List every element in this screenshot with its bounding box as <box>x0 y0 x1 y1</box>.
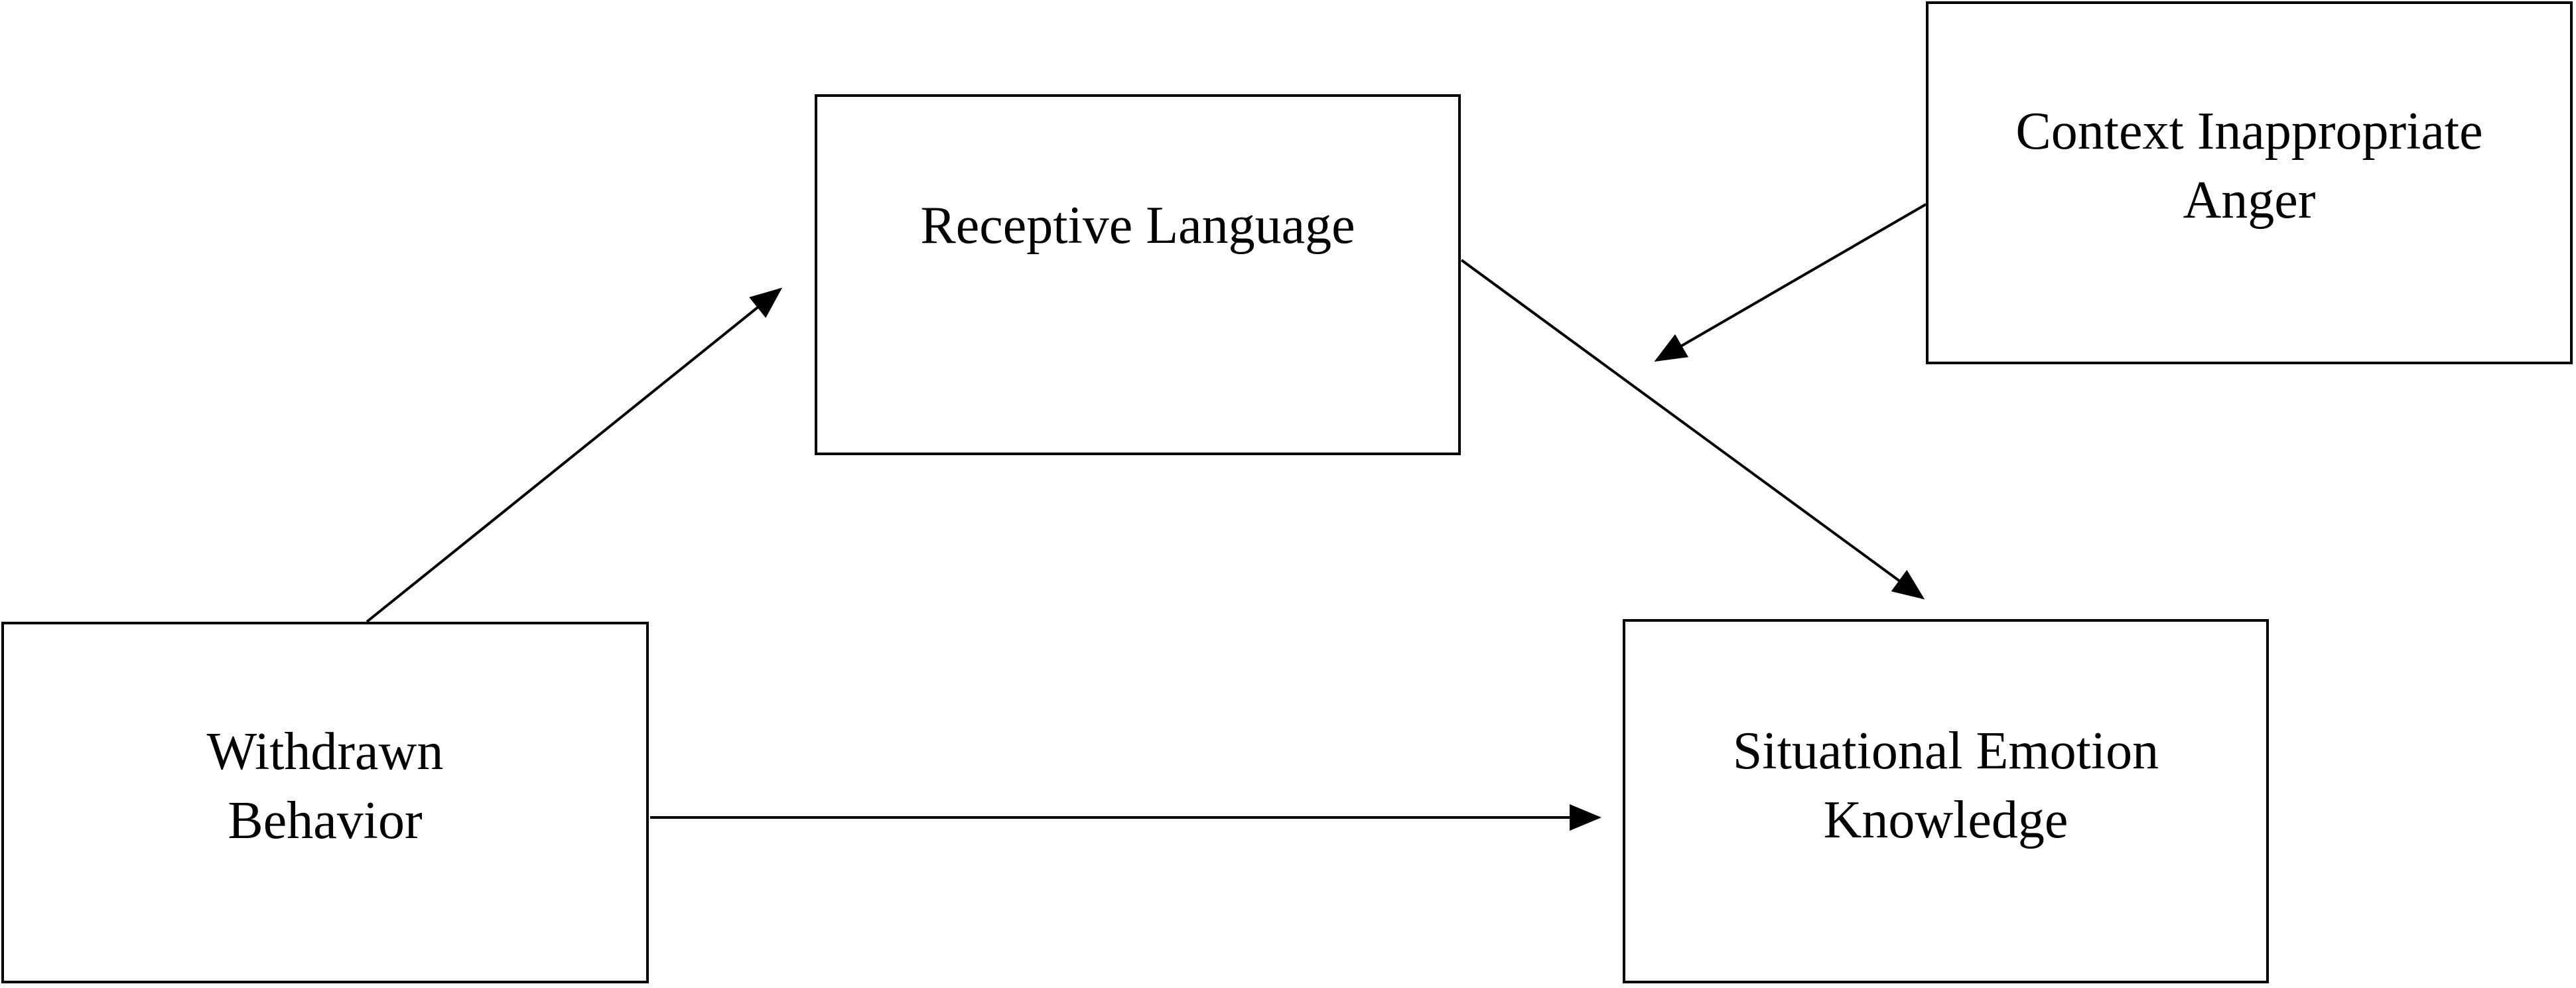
arrow-anger-moderates-path <box>1654 203 1927 362</box>
node-situational-emotion-knowledge: Situational Emotion Knowledge <box>1623 619 2269 983</box>
node-context-inappropriate-anger-line-2: Anger <box>2183 171 2316 230</box>
node-situational-emotion-knowledge-line-1: Situational Emotion <box>1732 722 2159 780</box>
node-withdrawn-behavior-line-2: Behavior <box>228 792 423 850</box>
node-situational-emotion-knowledge-line-2: Knowledge <box>1823 791 2068 849</box>
node-context-inappropriate-anger-label: Context Inappropriate Anger <box>1929 97 2570 235</box>
node-situational-emotion-knowledge-label: Situational Emotion Knowledge <box>1625 717 2266 855</box>
node-withdrawn-behavior-label: Withdrawn Behavior <box>4 717 646 855</box>
node-withdrawn-behavior-line-1: Withdrawn <box>206 723 444 781</box>
node-receptive-language-label: Receptive Language <box>817 191 1458 260</box>
node-receptive-language: Receptive Language <box>815 94 1461 455</box>
arrow-receptive-to-situational <box>1460 259 1925 600</box>
arrow-withdrawn-to-receptive <box>366 287 783 623</box>
node-receptive-language-line-1: Receptive Language <box>920 196 1355 255</box>
node-context-inappropriate-anger-line-1: Context Inappropriate <box>2015 102 2483 161</box>
node-context-inappropriate-anger: Context Inappropriate Anger <box>1926 1 2573 364</box>
node-withdrawn-behavior: Withdrawn Behavior <box>1 622 649 983</box>
